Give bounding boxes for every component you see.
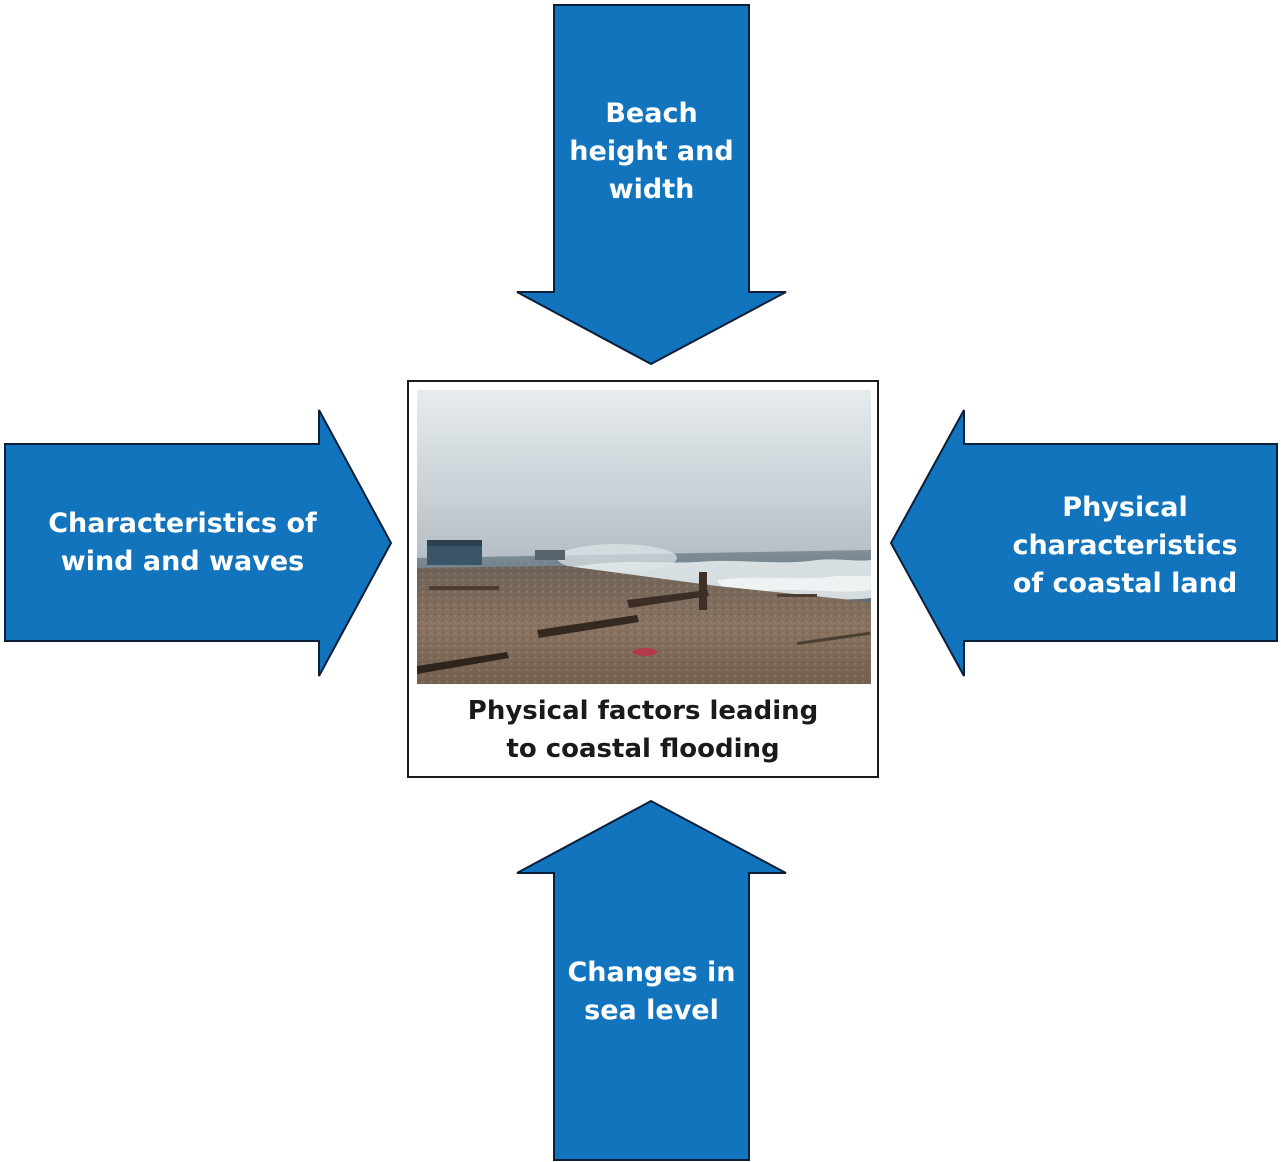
arrow-left-label: Characteristics of wind and waves [10,500,355,586]
arrow-bottom-up [516,799,787,1161]
coastal-photo [417,390,871,684]
arrow-right-left [889,409,1278,677]
arrow-bottom-label: Changes in sea level [556,950,747,1034]
arrow-top-label: Beach height and width [556,92,747,212]
arrow-left-label-line: Characteristics of [48,508,317,539]
center-caption-line: Physical factors leading [467,696,819,726]
center-box: Physical factors leading to coastal floo… [407,380,879,778]
arrow-top-label-line: Beach [605,98,698,129]
arrow-right-label: Physical characteristics of coastal land [975,486,1275,606]
arrow-top-label-line: height and [569,136,734,167]
arrow-right-label-line: Physical [1062,492,1188,523]
arrow-top-down [516,4,787,366]
arrow-left-label-line: wind and waves [60,546,305,577]
arrow-top-label-line: width [608,174,695,205]
arrow-right-label-line: characteristics [1012,530,1238,561]
arrow-right-label-line: of coastal land [1012,568,1238,599]
arrow-bottom-label-line: Changes in [567,957,736,988]
arrow-left-right [4,409,393,677]
center-caption: Physical factors leading to coastal floo… [409,692,877,768]
center-caption-line: to coastal flooding [506,734,780,764]
arrow-bottom-label-line: sea level [584,995,719,1026]
